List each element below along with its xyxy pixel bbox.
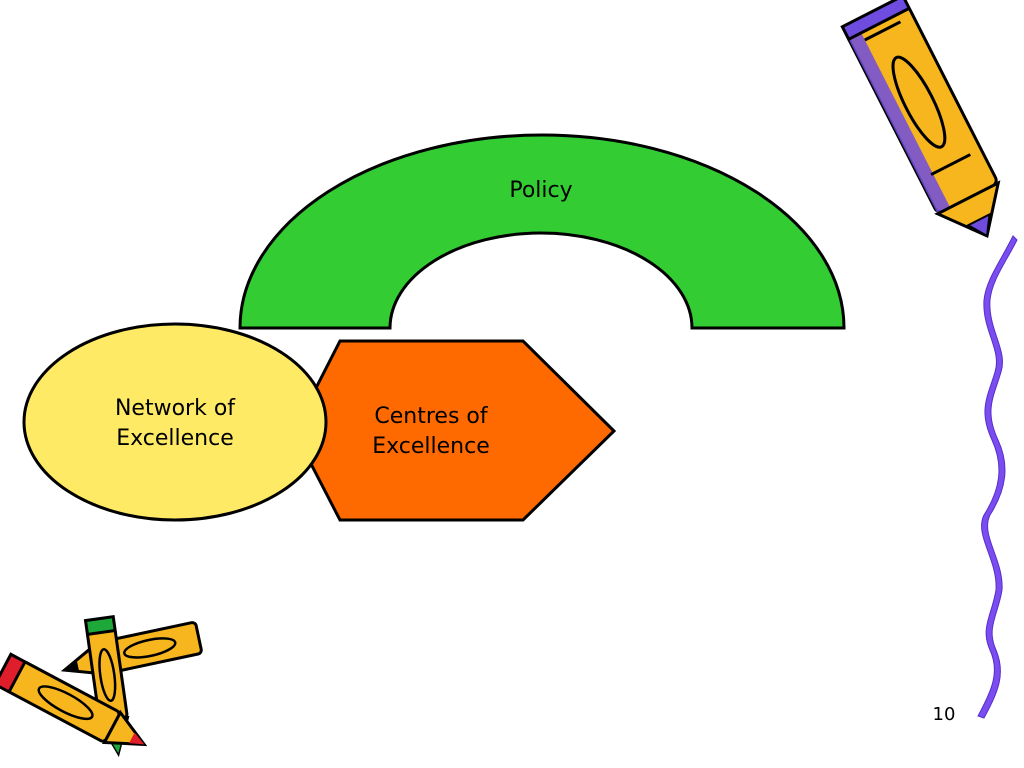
network-label-line2: Excellence [116, 426, 234, 451]
page-number: 10 [932, 704, 956, 725]
policy-shape [238, 133, 846, 330]
centres-label-line2: Excellence [372, 434, 490, 459]
centres-shape [292, 339, 617, 522]
wavy-border-shape [977, 235, 1018, 719]
network-label-line1: Network of [115, 396, 236, 421]
pencil-icon-top-right [840, 0, 1001, 238]
centres-label-line1: Centres of [374, 404, 488, 429]
pencils-cluster-icon-bottom-left [0, 614, 203, 758]
network-shape [22, 322, 328, 522]
wavy-border-icon [977, 235, 1018, 719]
policy-label: Policy [509, 178, 572, 203]
